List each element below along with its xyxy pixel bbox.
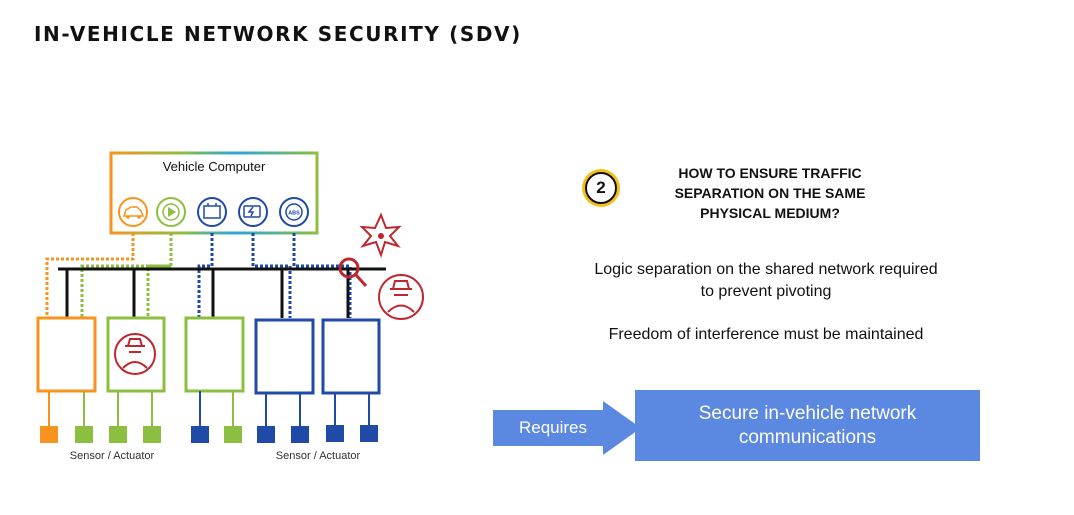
description-logic-separation: Logic separation on the shared network r… [594,261,938,300]
ecu-box-blue-1 [254,318,315,395]
page-title: IN-VEHICLE NETWORK SECURITY (SDV) [34,22,522,46]
result-box: Secure in-vehicle network communications [635,390,980,461]
blue-link-2 [251,233,292,318]
play-icon [156,197,186,227]
blue-link-1 [197,233,214,318]
sensor-square [257,426,275,443]
step-badge: 2 [582,169,620,207]
sensor-label-left: Sensor / Actuator [70,450,155,462]
sensor-wires [48,391,370,426]
virtual-links [45,233,352,318]
abs-icon: ABS [279,197,309,227]
ecu-box-green [184,316,245,393]
green-link-2 [146,264,171,318]
sensor-square [109,426,127,443]
car-icon [118,197,148,227]
magnifier-icon [338,257,368,288]
abs-icon-text: ABS [288,211,300,217]
sensor-square [143,426,161,443]
attack-star-icon [359,212,402,259]
blue-link-3 [292,233,352,318]
sensor-square [224,426,242,443]
battery-icon [238,197,268,227]
step-number: 2 [585,172,617,204]
description-freedom-of-interference: Freedom of interference must be maintain… [608,326,924,343]
sensor-square [75,426,93,443]
requires-label: Requires [518,418,588,437]
external-attacker-icon [378,274,424,320]
sensor-square [40,426,58,443]
sensor-square [291,426,309,443]
engine-icon [197,197,227,227]
attacker-icon [114,333,156,375]
sensor-square [360,425,378,442]
sensor-squares [40,425,378,443]
requires-arrow: Requires [493,401,643,455]
orange-link [45,233,135,318]
sensor-square [191,426,209,443]
sensor-label-right: Sensor / Actuator [276,450,361,462]
ecu-box-orange [36,316,97,393]
sensor-square [326,425,344,442]
ecu-box-blue-2 [321,318,381,395]
question-heading: HOW TO ENSURE TRAFFIC SEPARATION ON THE … [674,165,866,221]
green-link-1 [80,233,173,318]
vehicle-computer-label: Vehicle Computer [163,159,266,174]
physical-bus [58,267,386,318]
